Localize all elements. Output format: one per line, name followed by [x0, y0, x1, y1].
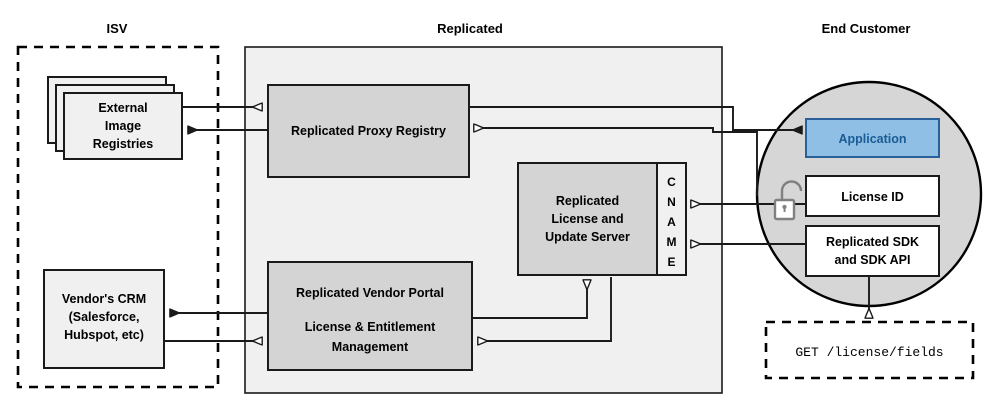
cname-char-0: C — [667, 175, 676, 189]
edge-application-to-proxy — [474, 128, 758, 196]
crm-box — [43, 269, 165, 369]
license-server-line-1: Replicated — [556, 194, 619, 208]
license-id-label: License ID — [841, 190, 904, 204]
api-request-boundary — [764, 320, 975, 380]
registries-line-1: External — [98, 101, 147, 115]
registries-line-3: Registries — [93, 137, 153, 151]
vendor-portal-line-4: Management — [332, 340, 409, 354]
node-api-request[interactable]: GET /license/fields — [764, 320, 975, 380]
node-application[interactable]: Application — [805, 118, 940, 158]
node-vendors-crm[interactable]: Vendor's CRM (Salesforce, Hubspot, etc) — [43, 269, 165, 369]
license-server-line-3: Update Server — [545, 230, 630, 244]
proxy-registry-label: Replicated Proxy Registry — [291, 124, 446, 138]
registry-stack-front — [63, 92, 183, 160]
application-box — [805, 118, 940, 158]
license-server-line-2: License and — [551, 212, 623, 226]
vendor-portal-line-1: Replicated Vendor Portal — [296, 286, 444, 300]
node-vendor-portal[interactable]: Replicated Vendor Portal License & Entit… — [267, 261, 473, 371]
edge-portal-to-license-server — [472, 280, 587, 319]
crm-line-1: Vendor's CRM — [62, 292, 146, 306]
zone-title-isv: ISV — [107, 21, 128, 36]
node-license-update-server[interactable]: Replicated License and Update Server — [517, 162, 658, 276]
node-cname[interactable]: C N A M E — [656, 162, 687, 276]
cname-char-4: E — [667, 255, 675, 269]
api-request-label: GET /license/fields — [795, 345, 943, 360]
node-replicated-sdk[interactable]: Replicated SDK and SDK API — [805, 225, 940, 277]
vendor-portal-line-3: License & Entitlement — [305, 320, 436, 334]
crm-line-2: (Salesforce, — [69, 310, 140, 324]
cname-char-1: N — [667, 195, 676, 209]
registries-line-2: Image — [105, 119, 141, 133]
node-proxy-registry[interactable]: Replicated Proxy Registry — [267, 84, 470, 178]
proxy-registry-box — [267, 84, 470, 178]
application-label: Application — [838, 132, 906, 146]
zone-title-replicated: Replicated — [437, 21, 503, 36]
zone-isv-boundary — [16, 45, 220, 389]
cname-box — [656, 162, 687, 276]
license-server-box — [517, 162, 658, 276]
vendor-portal-box — [267, 261, 473, 371]
license-id-box — [805, 175, 940, 217]
node-license-id[interactable]: License ID — [805, 175, 940, 217]
replicated-sdk-box — [805, 225, 940, 277]
edge-license-server-to-portal — [478, 277, 612, 341]
zone-title-end-customer: End Customer — [822, 21, 911, 36]
node-external-image-registries[interactable]: External Image Registries — [47, 76, 183, 160]
sdk-line-1: Replicated SDK — [826, 235, 919, 249]
cname-char-2: A — [667, 215, 676, 229]
lock-open-icon — [773, 180, 803, 221]
sdk-line-2: and SDK API — [835, 253, 911, 267]
crm-line-3: Hubspot, etc) — [64, 328, 144, 342]
edge-proxy-to-application — [469, 106, 802, 130]
cname-char-3: M — [667, 235, 677, 249]
